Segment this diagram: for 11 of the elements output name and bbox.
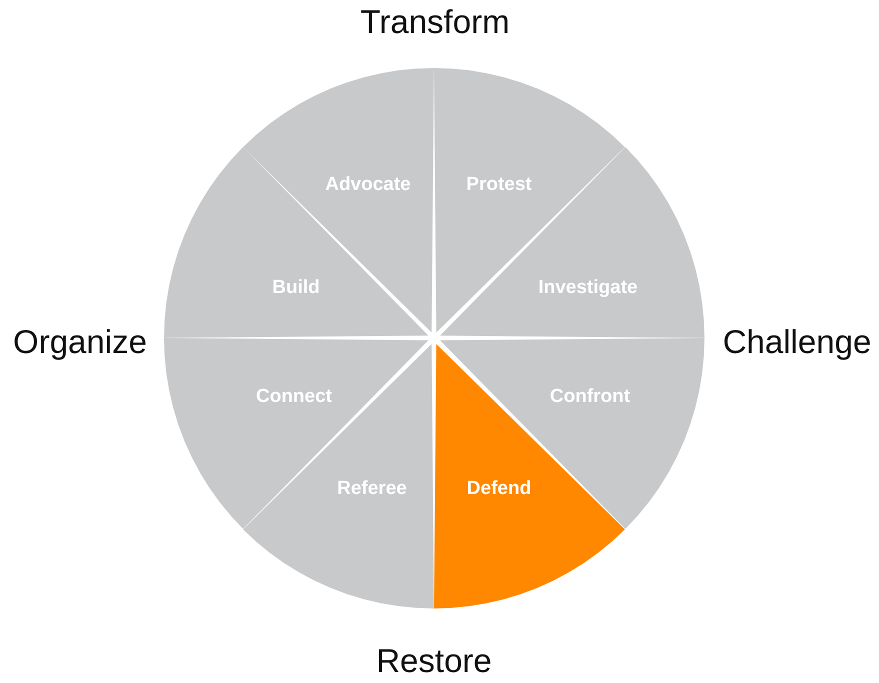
wedge-segment (243, 68, 434, 332)
wedge-segment (164, 338, 428, 529)
category-label: Challenge (722, 323, 872, 361)
wedge-segment (243, 344, 434, 608)
wedge-segment (164, 147, 428, 338)
wedge-segment (440, 147, 704, 338)
category-label: Restore (376, 642, 492, 680)
category-label: Transform (360, 3, 510, 41)
wedge-segment (440, 338, 704, 529)
segment-label: Defend (466, 478, 532, 500)
category-label: Organize (13, 323, 147, 361)
